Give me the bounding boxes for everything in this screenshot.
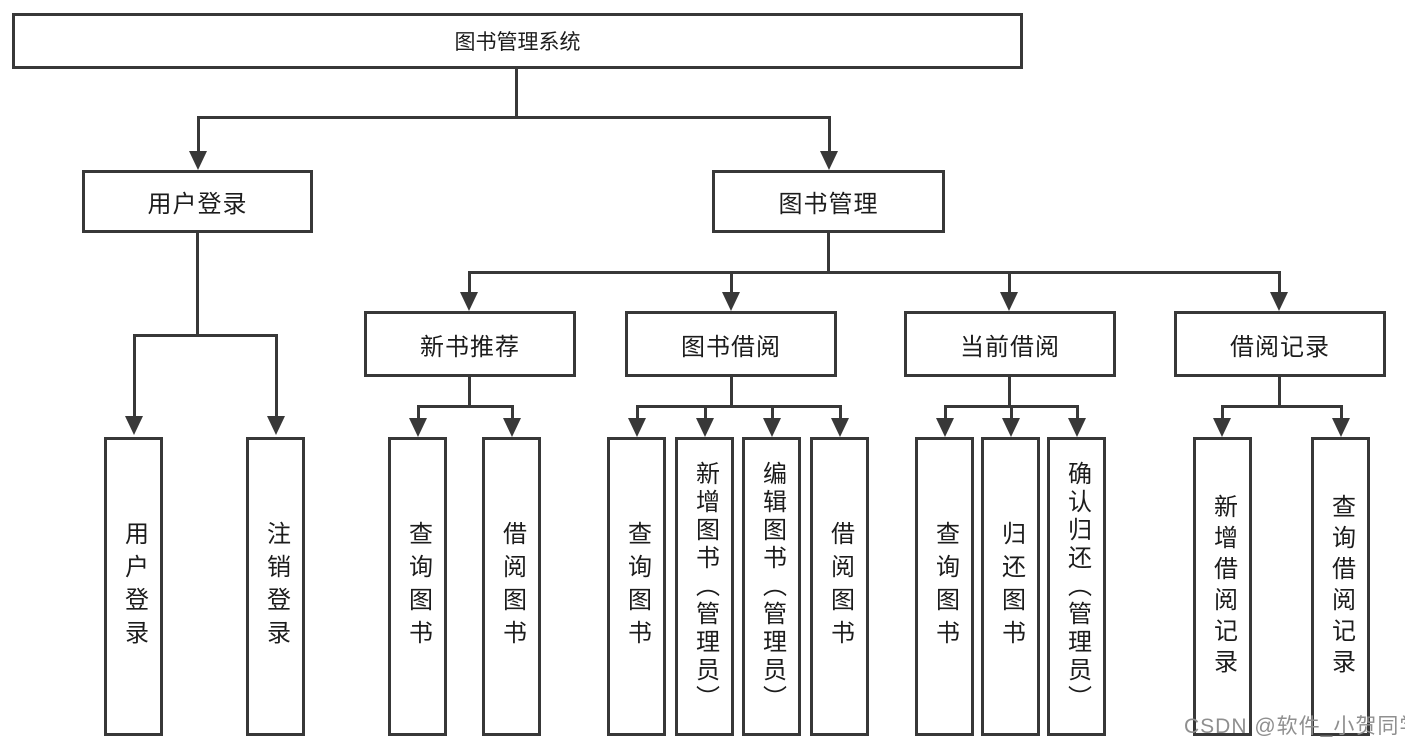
arrowhead-icon [1213,418,1231,437]
leaf-borrow-add-book-admin: 新增图书（管理员） [675,437,734,736]
leaf-add-borrow-record: 新增借阅记录 [1193,437,1252,736]
node-current-borrow: 当前借阅 [904,311,1116,377]
leaf-borrow-query-book: 查询图书 [607,437,666,736]
connector-line [730,377,733,408]
connector-line [1221,405,1224,420]
connector-line [944,405,947,420]
connector-line [515,69,518,118]
connector-line [828,116,831,154]
arrowhead-icon [1002,418,1020,437]
arrowhead-icon [831,418,849,437]
arrowhead-icon [820,151,838,170]
node-root: 图书管理系统 [12,13,1023,69]
leaf-user-login: 用户登录 [104,437,163,736]
connector-line [636,405,639,420]
node-book-borrow-label: 图书借阅 [681,333,781,361]
connector-line [197,116,831,119]
node-book-management: 图书管理 [712,170,945,233]
leaf-borrow-edit-book-admin: 编辑图书（管理员） [742,437,801,736]
node-new-book-recommend-label: 新书推荐 [420,333,520,361]
leaf-cur-query-book-label: 查询图书 [931,520,959,653]
node-user-login-label: 用户登录 [147,191,248,218]
arrowhead-icon [628,418,646,437]
connector-line [1010,405,1013,420]
leaf-cur-confirm-return-admin-label: 确认归还（管理员） [1063,460,1091,713]
arrowhead-icon [763,418,781,437]
connector-line [730,271,733,295]
arrowhead-icon [125,416,143,435]
csdn-watermark: CSDN @软件_小贺同学 [1184,715,1405,738]
leaf-cur-return-book: 归还图书 [981,437,1040,736]
connector-line [417,405,420,420]
connector-line [1340,405,1343,420]
connector-line [1008,271,1011,295]
arrowhead-icon [696,418,714,437]
connector-line [636,405,841,408]
connector-line [196,233,199,336]
arrowhead-icon [189,151,207,170]
leaf-rec-query-book: 查询图书 [388,437,447,736]
node-root-label: 图书管理系统 [454,31,581,54]
connector-line [704,405,707,420]
arrowhead-icon [1332,418,1350,437]
node-borrow-records-label: 借阅记录 [1230,333,1330,361]
leaf-logout: 注销登录 [246,437,305,736]
leaf-borrow-query-book-label: 查询图书 [623,520,651,653]
connector-line [827,233,830,274]
leaf-rec-borrow-book-label: 借阅图书 [498,520,526,653]
connector-line [417,405,514,408]
leaf-borrow-edit-book-admin-label: 编辑图书（管理员） [758,460,786,713]
arrowhead-icon [267,416,285,435]
node-book-management-label: 图书管理 [778,191,879,218]
leaf-query-borrow-record: 查询借阅记录 [1311,437,1370,736]
connector-line [275,334,278,418]
leaf-borrow-add-book-admin-label: 新增图书（管理员） [691,460,719,713]
leaf-borrow-borrow-book: 借阅图书 [810,437,869,736]
arrowhead-icon [409,418,427,437]
connector-line [468,271,471,295]
connector-line [133,334,278,337]
leaf-query-borrow-record-label: 查询借阅记录 [1327,493,1355,680]
connector-line [133,334,136,418]
connector-line [1008,377,1011,408]
connector-line [1221,405,1341,408]
connector-line [468,377,471,408]
connector-line [1076,405,1079,420]
connector-line [197,116,200,154]
connector-line [1278,271,1281,295]
leaf-cur-confirm-return-admin: 确认归还（管理员） [1047,437,1106,736]
node-new-book-recommend: 新书推荐 [364,311,576,377]
leaf-user-login-label: 用户登录 [120,520,148,653]
connector-line [839,405,842,420]
connector-line [1278,377,1281,408]
connector-line [771,405,774,420]
arrowhead-icon [1000,292,1018,311]
arrowhead-icon [1068,418,1086,437]
node-user-login: 用户登录 [82,170,313,233]
leaf-rec-borrow-book: 借阅图书 [482,437,541,736]
node-book-borrow: 图书借阅 [625,311,837,377]
leaf-borrow-borrow-book-label: 借阅图书 [826,520,854,653]
connector-line [511,405,514,420]
arrowhead-icon [722,292,740,311]
arrowhead-icon [503,418,521,437]
node-borrow-records: 借阅记录 [1174,311,1386,377]
leaf-rec-query-book-label: 查询图书 [404,520,432,653]
leaf-cur-return-book-label: 归还图书 [997,520,1025,653]
arrowhead-icon [936,418,954,437]
node-current-borrow-label: 当前借阅 [960,333,1060,361]
arrowhead-icon [1270,292,1288,311]
connector-line [468,271,1281,274]
leaf-add-borrow-record-label: 新增借阅记录 [1209,493,1237,680]
leaf-logout-label: 注销登录 [262,520,290,653]
leaf-cur-query-book: 查询图书 [915,437,974,736]
arrowhead-icon [460,292,478,311]
